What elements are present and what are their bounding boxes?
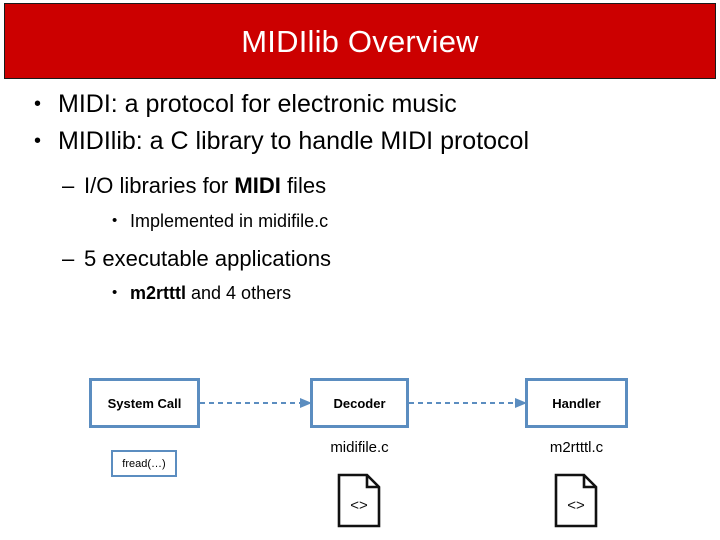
- arrow-decoder-to-handler: [409, 398, 527, 408]
- bullet-text: 5 executable applications: [84, 245, 332, 271]
- bullet-text: Implemented in midifile.c: [130, 210, 329, 231]
- dash-marker-icon: –: [62, 173, 75, 198]
- bullet-text-post: and 4 others: [186, 282, 292, 303]
- bullet-level1-midi: • MIDI: a protocol for electronic music: [0, 88, 720, 122]
- source-file-icon: <>: [554, 473, 598, 528]
- bullet-text-post: files: [280, 173, 327, 198]
- bullet-level2-executables: –5 executable applications: [0, 245, 720, 274]
- bullet-marker-icon: •: [112, 283, 118, 301]
- diagram-box-system-call[interactable]: System Call: [89, 378, 200, 428]
- bullet-text-bold: MIDI: [234, 173, 281, 198]
- bullet-level3-implemented: • Implemented in midifile.c: [0, 210, 720, 233]
- bullet-text: MIDIlib: a C library to handle MIDI prot…: [58, 126, 530, 155]
- arrow-system-call-to-decoder: [200, 398, 312, 408]
- bullet-level2-io-libraries: –I/O libraries for MIDI files: [0, 172, 720, 201]
- source-file-icon: <>: [337, 473, 381, 528]
- bullet-text-bold: m2rtttl: [130, 282, 187, 303]
- bullet-marker-icon: •: [34, 129, 42, 152]
- bullet-level3-m2rtttl: • m2rtttl and 4 others: [0, 282, 720, 305]
- bullet-marker-icon: •: [112, 211, 118, 229]
- diagram-box-fread-call[interactable]: fread(…): [111, 450, 177, 477]
- dash-marker-icon: –: [62, 245, 75, 271]
- bullet-text-pre: I/O libraries for: [84, 173, 235, 198]
- code-glyph: <>: [567, 497, 585, 514]
- diagram-box-decoder[interactable]: Decoder: [310, 378, 409, 428]
- diagram-box-handler[interactable]: Handler: [525, 378, 628, 428]
- bullet-level1-midilib: • MIDIlib: a C library to handle MIDI pro…: [0, 125, 720, 159]
- bullet-text: MIDI: a protocol for electronic music: [58, 90, 457, 118]
- diagram-label-midifile-c: midifile.c: [330, 439, 389, 456]
- diagram-label-m2rtttl-c: m2rtttl.c: [549, 439, 604, 456]
- bullet-marker-icon: •: [34, 93, 42, 115]
- slide-body: • MIDI: a protocol for electronic music •…: [0, 88, 720, 305]
- page-title: MIDIlib Overview: [241, 23, 479, 59]
- slide-title-banner: MIDIlib Overview: [4, 3, 716, 79]
- code-glyph: <>: [350, 497, 368, 514]
